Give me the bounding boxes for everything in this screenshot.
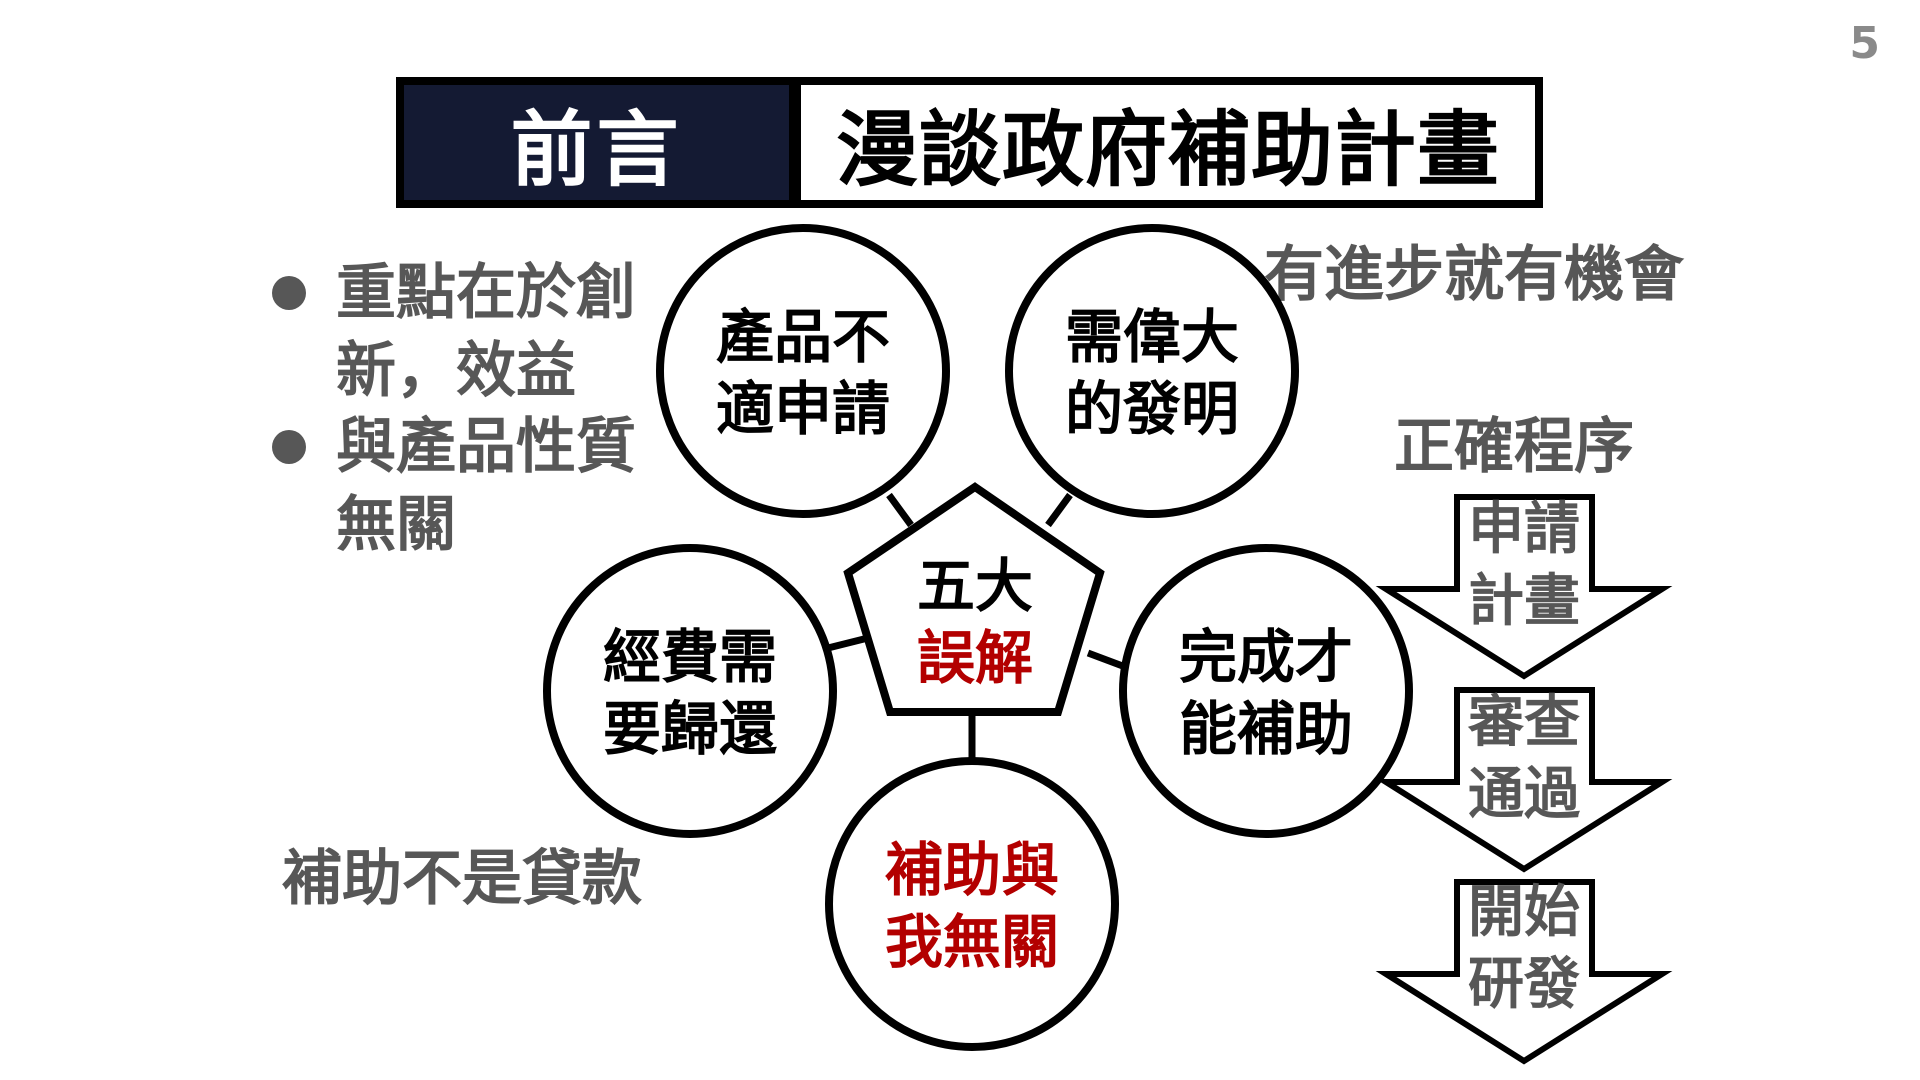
node-circle-irrelevant (825, 757, 1119, 1051)
center-line1: 五大 (916, 552, 1033, 620)
bullet-note-2-line2: 無關 (336, 490, 456, 560)
process-step-1-line2: 計畫 (1468, 569, 1580, 634)
bullet-dot-1 (272, 276, 306, 310)
process-step-1-line1: 申請 (1468, 497, 1580, 562)
bottom-left-note: 補助不是貸款 (282, 844, 642, 914)
node-irrelevant-line2: 我無關 (884, 908, 1059, 976)
title-section-label: 前言 (404, 85, 789, 200)
center-pentagon (843, 482, 1105, 716)
connector-invention (1045, 492, 1073, 528)
bullet-note-1-line2: 新，效益 (336, 336, 576, 406)
node-product-text: 產品不 適申請 (693, 301, 913, 445)
node-repay-line1: 經費需 (602, 623, 777, 691)
bullet-note-1: 重點在於創 新，效益 (336, 254, 636, 410)
node-irrelevant-text: 補助與 我無關 (862, 834, 1082, 978)
page-number: 5 (1849, 18, 1880, 69)
node-invention-line2: 的發明 (1064, 375, 1239, 443)
node-circle-product (656, 224, 950, 518)
node-repay-text: 經費需 要歸還 (580, 621, 800, 765)
process-step-1-label: 申請 計畫 (1449, 494, 1599, 638)
node-completion-line1: 完成才 (1178, 623, 1353, 691)
process-step-2-line1: 審查 (1468, 690, 1580, 755)
center-line2: 誤解 (916, 624, 1033, 692)
center-text: 五大 誤解 (885, 550, 1065, 694)
title-main-text: 漫談政府補助計畫 (835, 103, 1500, 198)
node-circle-completion (1119, 544, 1413, 838)
process-arrow-2 (1375, 687, 1673, 873)
node-circle-invention (1005, 224, 1299, 518)
process-step-2-label: 審查 通過 (1449, 687, 1599, 831)
process-step-3-label: 開始 研發 (1449, 877, 1599, 1021)
node-product-line1: 產品不 (715, 303, 890, 371)
node-circle-repay (543, 544, 837, 838)
bullet-note-2: 與產品性質 無關 (336, 408, 636, 564)
top-right-note: 有進步就有機會 (1264, 240, 1684, 310)
process-step-3-line1: 開始 (1468, 880, 1580, 945)
process-step-3-line2: 研發 (1468, 952, 1580, 1017)
node-completion-line2: 能補助 (1178, 695, 1353, 763)
process-step-2-line2: 通過 (1468, 762, 1580, 827)
node-invention-line1: 需偉大 (1064, 303, 1239, 371)
title-banner: 前言 漫談政府補助計畫 (396, 77, 1543, 208)
process-title: 正確程序 (1394, 412, 1634, 482)
node-completion-text: 完成才 能補助 (1156, 621, 1376, 765)
process-arrow-1 (1375, 494, 1673, 680)
process-arrow-3 (1375, 879, 1673, 1065)
node-irrelevant-line1: 補助與 (884, 836, 1059, 904)
connector-product (886, 492, 914, 528)
bullet-note-2-line1: 與產品性質 (336, 412, 636, 482)
bullet-note-1-line1: 重點在於創 (336, 258, 636, 328)
bullet-dot-2 (272, 430, 306, 464)
node-repay-line2: 要歸還 (602, 695, 777, 763)
node-invention-text: 需偉大 的發明 (1042, 301, 1262, 445)
title-divider (789, 85, 801, 200)
connector-repay (827, 634, 869, 652)
node-product-line2: 適申請 (715, 375, 890, 443)
